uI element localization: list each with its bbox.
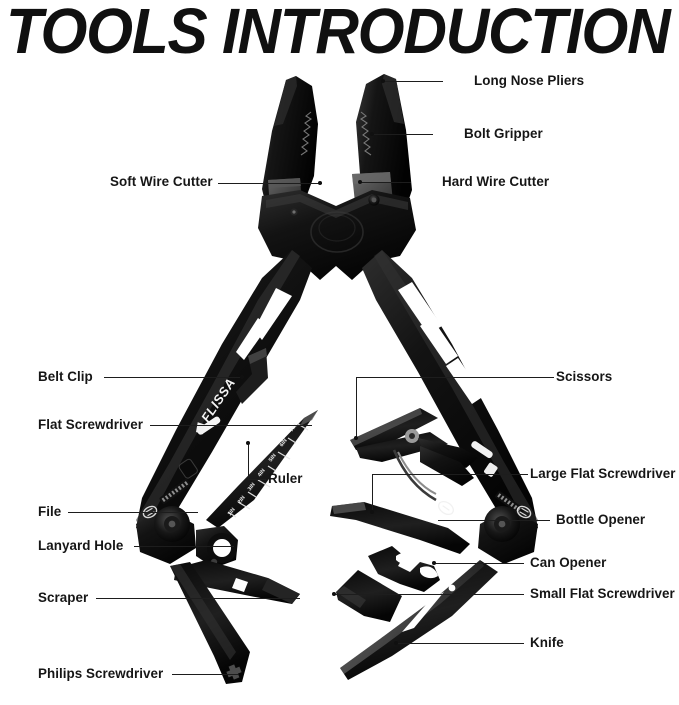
anchor-dot-can-opener [432, 561, 436, 565]
leader-large-flat-screwdriver-horizontal [372, 474, 528, 475]
leader-scissors-horizontal [356, 377, 554, 378]
label-lanyard-hole: Lanyard Hole [38, 538, 124, 553]
label-hard-wire-cutter: Hard Wire Cutter [442, 174, 550, 189]
anchor-dot-large-flat-screwdriver [370, 510, 374, 514]
label-file: File [38, 504, 62, 519]
label-scissors: Scissors [556, 369, 613, 384]
anchor-dot-knife [394, 641, 398, 645]
label-can-opener: Can Opener [530, 555, 607, 570]
svg-text:3IN: 3IN [247, 482, 257, 492]
ruler-blade: 7IN 6IN 5IN 4IN 3IN 2IN 1IN [206, 410, 318, 528]
label-long-nose-pliers: Long Nose Pliers [474, 73, 585, 88]
label-belt-clip: Belt Clip [38, 369, 93, 384]
leader-philips-screwdriver [172, 674, 238, 675]
label-scraper: Scraper [38, 590, 89, 605]
right-handle [362, 250, 538, 564]
svg-text:1IN: 1IN [227, 507, 237, 517]
leader-bottle-opener [438, 520, 550, 521]
leader-hard-wire-cutter [360, 182, 411, 183]
anchor-dot-bolt-gripper [370, 132, 374, 136]
anchor-dot-soft-wire-cutter [318, 181, 322, 185]
label-flat-screwdriver: Flat Screwdriver [38, 417, 143, 432]
leader-ruler-vertical [248, 443, 249, 479]
leader-soft-wire-cutter [218, 183, 322, 184]
leader-belt-clip [104, 377, 242, 378]
label-knife: Knife [530, 635, 564, 650]
anchor-dot-scissors [354, 436, 358, 440]
anchor-dot-long-nose-pliers [381, 79, 385, 83]
svg-text:2IN: 2IN [237, 495, 247, 505]
scissors [350, 408, 478, 502]
leader-can-opener [434, 563, 524, 564]
anchor-dot-small-flat-screwdriver [332, 592, 336, 596]
leader-flat-screwdriver [150, 425, 312, 426]
label-bottle-opener: Bottle Opener [556, 512, 646, 527]
left-handle: FLISSA [136, 250, 312, 564]
label-small-flat-screwdriver: Small Flat Screwdriver [530, 586, 675, 601]
right-tool-cluster [330, 502, 498, 680]
svg-text:4IN: 4IN [257, 468, 267, 478]
label-ruler: Ruler [268, 471, 303, 486]
svg-text:6IN: 6IN [279, 438, 289, 448]
label-bolt-gripper: Bolt Gripper [464, 126, 543, 141]
anchor-dot-belt-clip [240, 375, 244, 379]
anchor-dot-ruler [246, 441, 250, 445]
anchor-dot-hard-wire-cutter [358, 180, 362, 184]
leader-large-flat-screwdriver-vertical [372, 474, 373, 514]
leader-long-nose-pliers [383, 81, 443, 82]
leader-small-flat-screwdriver [334, 594, 524, 595]
leader-bolt-gripper [372, 134, 433, 135]
page-title: TOOLS INTRODUCTION [6, 0, 671, 68]
left-tool-cluster [170, 526, 300, 684]
label-philips-screwdriver: Philips Screwdriver [38, 666, 164, 681]
leader-file [68, 512, 198, 513]
leader-ruler-horizontal [248, 479, 266, 480]
label-soft-wire-cutter: Soft Wire Cutter [110, 174, 213, 189]
leader-scraper [96, 598, 300, 599]
leader-knife [396, 643, 524, 644]
leader-lanyard-hole [134, 546, 234, 547]
svg-text:7IN: 7IN [289, 423, 299, 433]
svg-text:5IN: 5IN [268, 453, 278, 463]
leader-scissors-vertical [356, 377, 357, 439]
label-large-flat-screwdriver: Large Flat Screwdriver [530, 466, 676, 481]
